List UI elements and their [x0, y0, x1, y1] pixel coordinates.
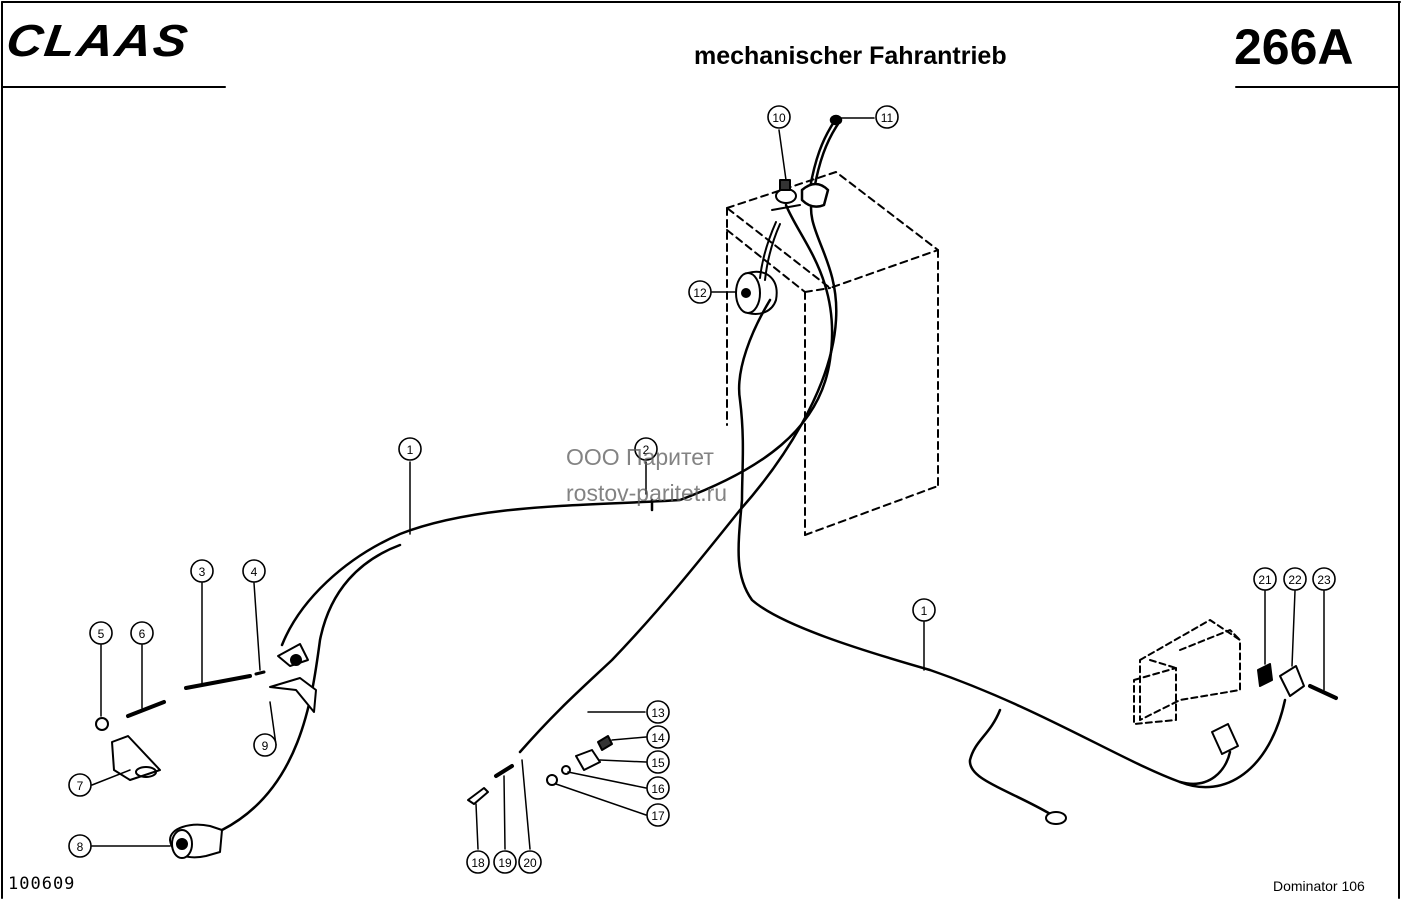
- callout-label: 1: [921, 604, 928, 618]
- callout-label: 1: [407, 443, 414, 457]
- callout-label: 10: [772, 111, 786, 125]
- callout-label: 19: [498, 856, 512, 870]
- callout-label: 16: [651, 782, 665, 796]
- brand-logo: CLAAS: [3, 15, 193, 66]
- callout-c2: 2: [634, 437, 658, 461]
- callout-c17: 17: [646, 803, 670, 827]
- callout-c18: 18: [466, 850, 490, 874]
- callout-label: 9: [262, 739, 269, 753]
- callouts: 1 1 2 3 4 5 6 7 8 9 10 11 12 13 14 15 16…: [68, 105, 1336, 874]
- page-number: 266A: [1234, 19, 1354, 75]
- callout-label: 4: [251, 565, 258, 579]
- callout-label: 22: [1288, 573, 1302, 587]
- watermark-company: ООО Паритет: [566, 444, 714, 470]
- page-title: mechanischer Fahrantrieb: [694, 42, 1007, 70]
- callout-label: 7: [77, 779, 84, 793]
- callout-label: 20: [523, 856, 537, 870]
- switch-knob-10: [771, 179, 801, 211]
- callout-label: 23: [1317, 573, 1331, 587]
- callout-c12: 12: [688, 280, 712, 304]
- drawing-code: 100609: [8, 874, 76, 894]
- callout-label: 11: [881, 111, 894, 125]
- watermark-url: rostov-paritet.ru: [566, 480, 728, 506]
- callout-c22: 22: [1283, 567, 1307, 591]
- callout-label: 12: [693, 286, 707, 300]
- callout-c1a: 1: [398, 437, 422, 461]
- callout-c23: 23: [1312, 567, 1336, 591]
- callout-c4: 4: [242, 559, 266, 583]
- callout-label: 8: [77, 840, 84, 854]
- callout-c8: 8: [68, 834, 92, 858]
- callout-c20: 20: [518, 850, 542, 874]
- callout-c5: 5: [89, 621, 113, 645]
- callout-label: 5: [98, 627, 105, 641]
- callout-label: 2: [643, 443, 650, 457]
- callout-c11: 11: [875, 105, 899, 129]
- callout-c6: 6: [130, 621, 154, 645]
- parts-right: [1045, 619, 1338, 825]
- callout-c10: 10: [767, 105, 791, 129]
- callout-c3: 3: [190, 559, 214, 583]
- model-name: Dominator 106: [1273, 878, 1365, 894]
- callout-label: 15: [651, 756, 665, 770]
- callout-c1b: 1: [912, 598, 936, 622]
- callout-label: 13: [651, 706, 665, 720]
- callout-c21: 21: [1253, 567, 1277, 591]
- control-box-outline: [726, 171, 939, 536]
- callout-label: 17: [651, 809, 665, 823]
- callout-c19: 19: [493, 850, 517, 874]
- callout-label: 6: [139, 627, 146, 641]
- wiring-harness: [220, 193, 1287, 832]
- callout-c7: 7: [68, 773, 92, 797]
- callout-c15: 15: [646, 750, 670, 774]
- callout-c13: 13: [646, 700, 670, 724]
- callout-label: 18: [471, 856, 485, 870]
- lever-11: [800, 114, 843, 208]
- callout-c16: 16: [646, 776, 670, 800]
- callout-label: 14: [651, 731, 665, 745]
- handle-12: [735, 221, 781, 315]
- callout-label: 21: [1258, 573, 1272, 587]
- callout-label: 3: [199, 565, 206, 579]
- parts-center: [467, 735, 613, 805]
- callout-c14: 14: [646, 725, 670, 749]
- callout-c9: 9: [253, 733, 277, 757]
- leader-lines: [91, 117, 1325, 850]
- parts-left: [95, 643, 317, 859]
